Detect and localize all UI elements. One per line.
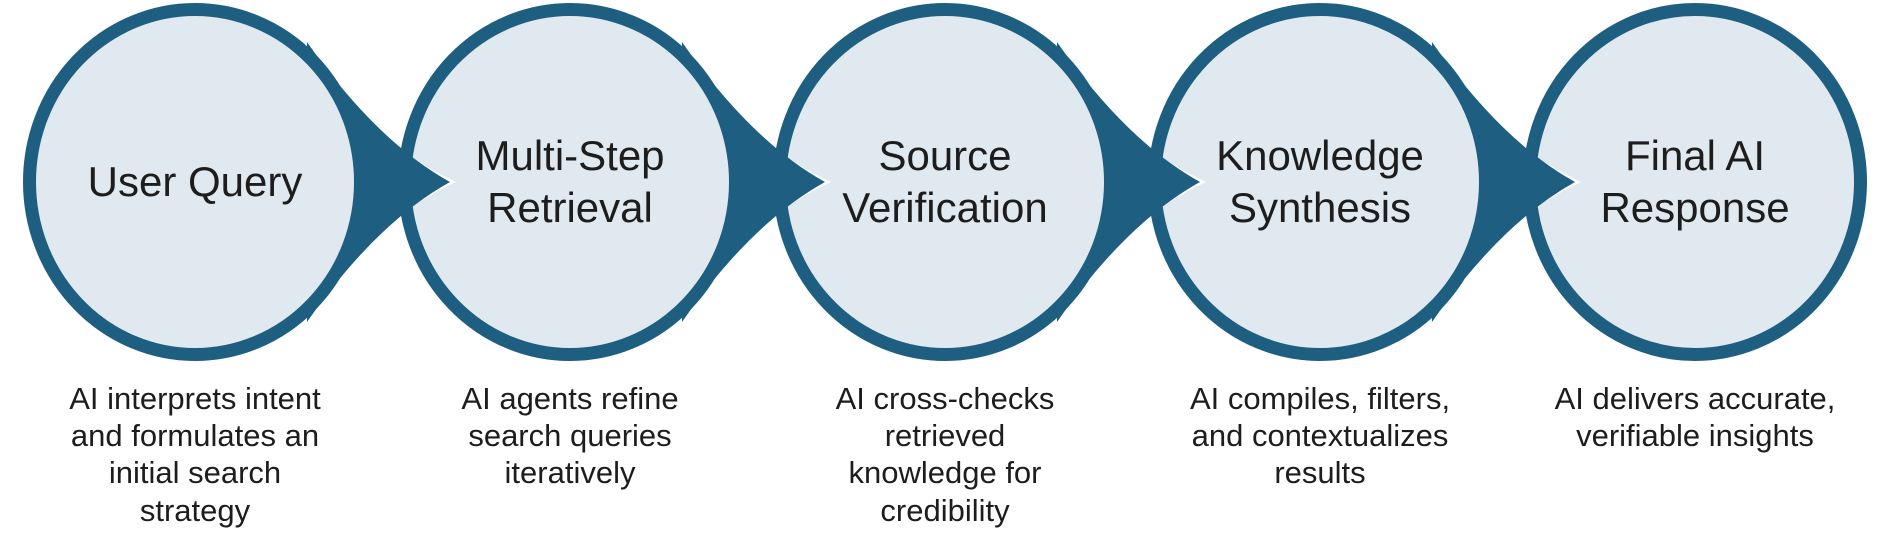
step-3-title: Source Verification [842,131,1048,231]
step-5-title: Final AI Response [1600,131,1790,231]
step-1-description: AI interprets intent and formulates an i… [69,381,321,528]
step-circle-1 [23,3,367,361]
step-1-title: User Query [87,157,303,205]
step-4-description: AI compiles, filters, and contextualizes… [1189,381,1451,491]
step-2-description: AI agents refine search queries iterativ… [461,381,679,491]
step-4-title: Knowledge Synthesis [1216,131,1424,231]
step-3-description: AI cross-checks retrieved knowledge for … [835,381,1055,528]
step-2-title: Multi-Step Retrieval [475,131,665,231]
step-5-description: AI delivers accurate, verifiable insight… [1554,381,1836,454]
